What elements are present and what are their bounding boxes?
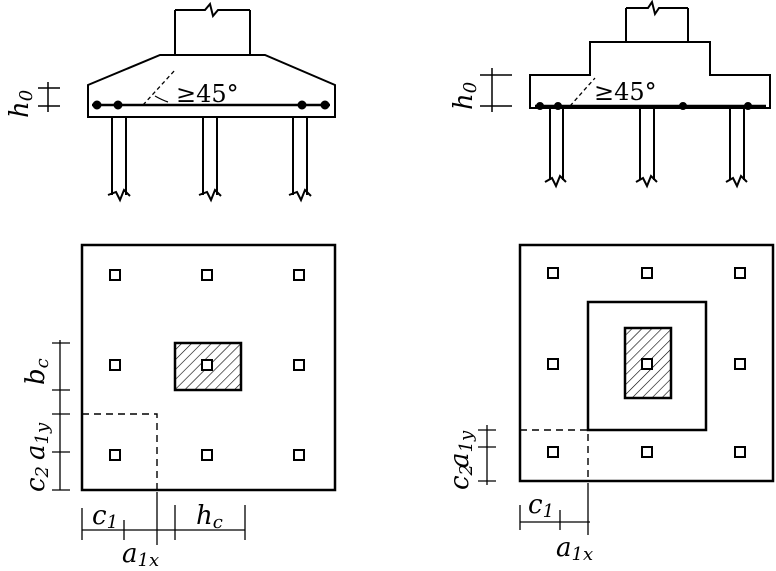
left-bc-label: bc [21, 358, 53, 385]
right-upper-step-plan [586, 300, 708, 432]
left-elevation [38, 1, 336, 203]
left-pile [107, 117, 131, 203]
right-c2-label: c2 [445, 464, 477, 490]
right-critical-section [520, 429, 589, 481]
right-pile [635, 108, 658, 189]
left-pile-squares [109, 269, 305, 461]
left-rebar-dot [320, 100, 330, 110]
left-h0-label: h0 [5, 90, 37, 118]
left-hc-label: hc [196, 501, 223, 533]
right-rebar-dot [679, 102, 687, 110]
left-cap-plan [80, 243, 337, 492]
right-rebar-dot [744, 102, 752, 110]
left-pile [288, 117, 312, 203]
left-angle-label: ≥45° [176, 80, 239, 108]
right-plan [478, 243, 775, 535]
right-column [625, 0, 689, 42]
left-cap-outline [87, 54, 336, 118]
right-elevation [480, 0, 771, 189]
left-rebar-dot [92, 100, 102, 110]
left-rebar-dot [113, 100, 123, 110]
right-a1x-label: a1x [556, 533, 593, 565]
left-critical-section [82, 413, 158, 490]
right-pile [725, 108, 748, 189]
left-c1-label: c1 [92, 501, 118, 533]
right-cap-outline [529, 41, 771, 109]
right-c1-label: c1 [528, 490, 554, 522]
left-pile [198, 117, 222, 203]
left-a1x-label: a1x [122, 539, 159, 571]
right-pile-squares [547, 267, 746, 458]
right-45-line [569, 77, 596, 107]
left-column [174, 1, 251, 55]
right-a1y-label: a1y [445, 430, 477, 468]
right-h0-label: h0 [449, 82, 481, 110]
right-pile [544, 108, 567, 189]
right-rebar-dot [554, 102, 562, 110]
left-angle-arc [154, 95, 169, 103]
right-angle-label: ≥45° [594, 78, 657, 106]
left-plan [52, 243, 337, 545]
left-c2-label: c2 [21, 466, 53, 492]
left-45-line [142, 69, 176, 106]
right-rebar-dot [536, 102, 544, 110]
left-a1y-label: a1y [21, 422, 53, 460]
left-rebar-dot [297, 100, 307, 110]
right-cap-plan [518, 243, 775, 483]
